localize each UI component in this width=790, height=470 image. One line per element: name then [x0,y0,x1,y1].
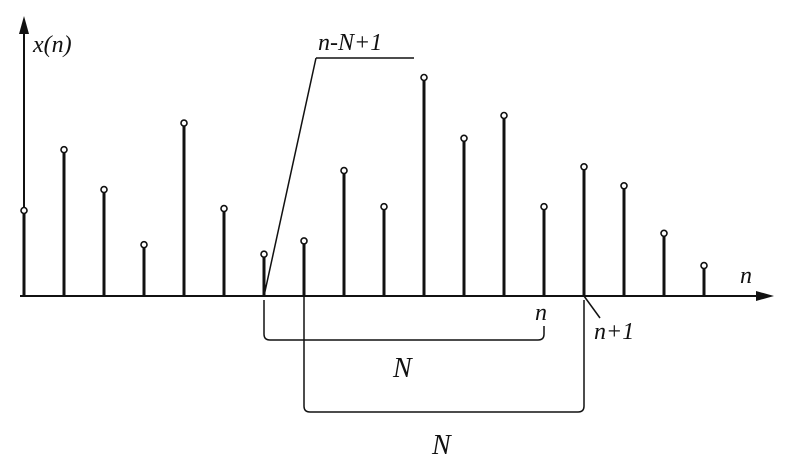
sample-point [540,202,548,211]
sample-point [500,111,508,120]
sample-point [380,202,388,211]
sample-point [180,119,188,127]
window-start-label: n-N+1 [318,30,382,56]
upper-window-brace [263,300,545,341]
sample-point [60,145,68,154]
sample-point [460,134,468,143]
sample-point [660,229,668,238]
sample-point [260,250,268,258]
sample-point [420,73,428,82]
sample-point [220,204,228,213]
sample-point [700,261,708,270]
x-axis-arrowhead [756,291,774,301]
upper-brace-label: N [392,353,413,384]
n-marker-label: n [535,300,547,326]
sample-point [20,206,28,215]
sample-point [620,182,628,190]
lower-brace-label: N [431,430,452,461]
n-plus-one-leader [583,295,601,319]
sample-point [300,237,308,245]
sample-point [100,185,108,194]
y-axis-label: x(n) [32,32,72,58]
sample-point [340,166,348,175]
sample-stems [20,73,708,296]
lower-window-brace [303,296,585,413]
n-plus-one-label: n+1 [594,319,634,345]
window-start-leader [263,57,317,297]
y-axis-arrowhead [19,16,29,34]
sample-point [580,163,588,171]
sample-point [140,240,148,249]
x-axis-label: n [740,263,752,289]
